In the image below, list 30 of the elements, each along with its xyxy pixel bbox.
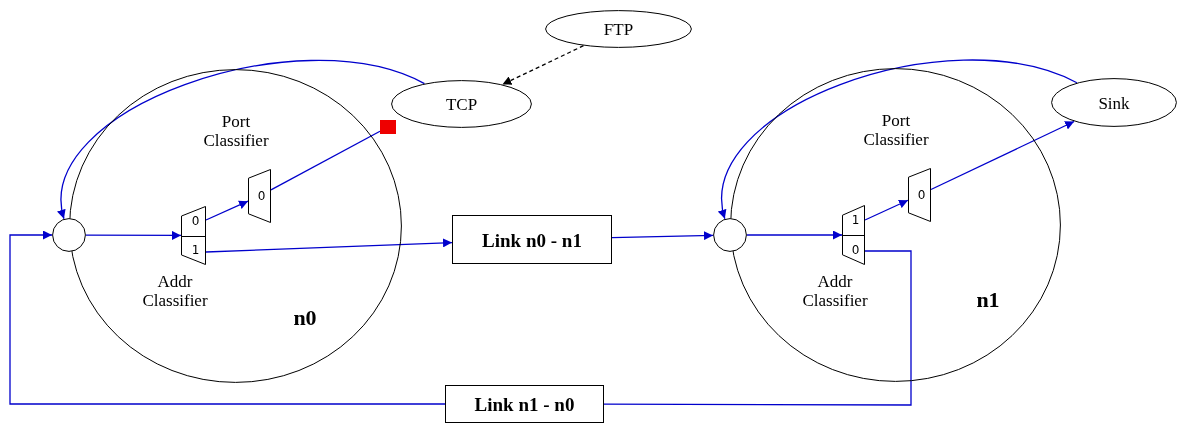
classifier-label: Addr Classifier: [801, 272, 869, 310]
agent-label: TCP: [445, 95, 478, 113]
connector-line: [603, 250, 912, 406]
classifier-label: Addr Classifier: [141, 272, 209, 310]
arrow: [719, 59, 1078, 220]
link-label: Link n0 - n1: [482, 230, 582, 249]
arrow: [9, 230, 446, 405]
arrow: [205, 200, 249, 221]
port-number: 1: [190, 244, 201, 257]
port-number: 0: [850, 244, 861, 256]
port-number: 0: [916, 189, 927, 201]
arrow: [864, 199, 909, 221]
arrow: [58, 59, 426, 220]
agent-label: FTP: [603, 20, 634, 38]
node-name: n1: [976, 289, 1000, 311]
classifier-label: Port Classifier: [202, 112, 270, 150]
arrow: [501, 45, 585, 86]
port-number: 0: [190, 214, 201, 227]
node-name: n0: [293, 307, 317, 329]
arrow: [930, 120, 1075, 191]
port-number: 1: [850, 214, 861, 226]
arrow: [85, 230, 182, 240]
link-label: Link n1 - n0: [474, 394, 575, 414]
arrow: [746, 230, 843, 240]
classifier-label: Port Classifier: [862, 111, 930, 149]
arrow: [205, 238, 453, 253]
port-number: 0: [256, 190, 267, 202]
arrow: [611, 231, 714, 241]
agent-label: Sink: [1098, 94, 1130, 111]
connector-line: [270, 130, 381, 191]
